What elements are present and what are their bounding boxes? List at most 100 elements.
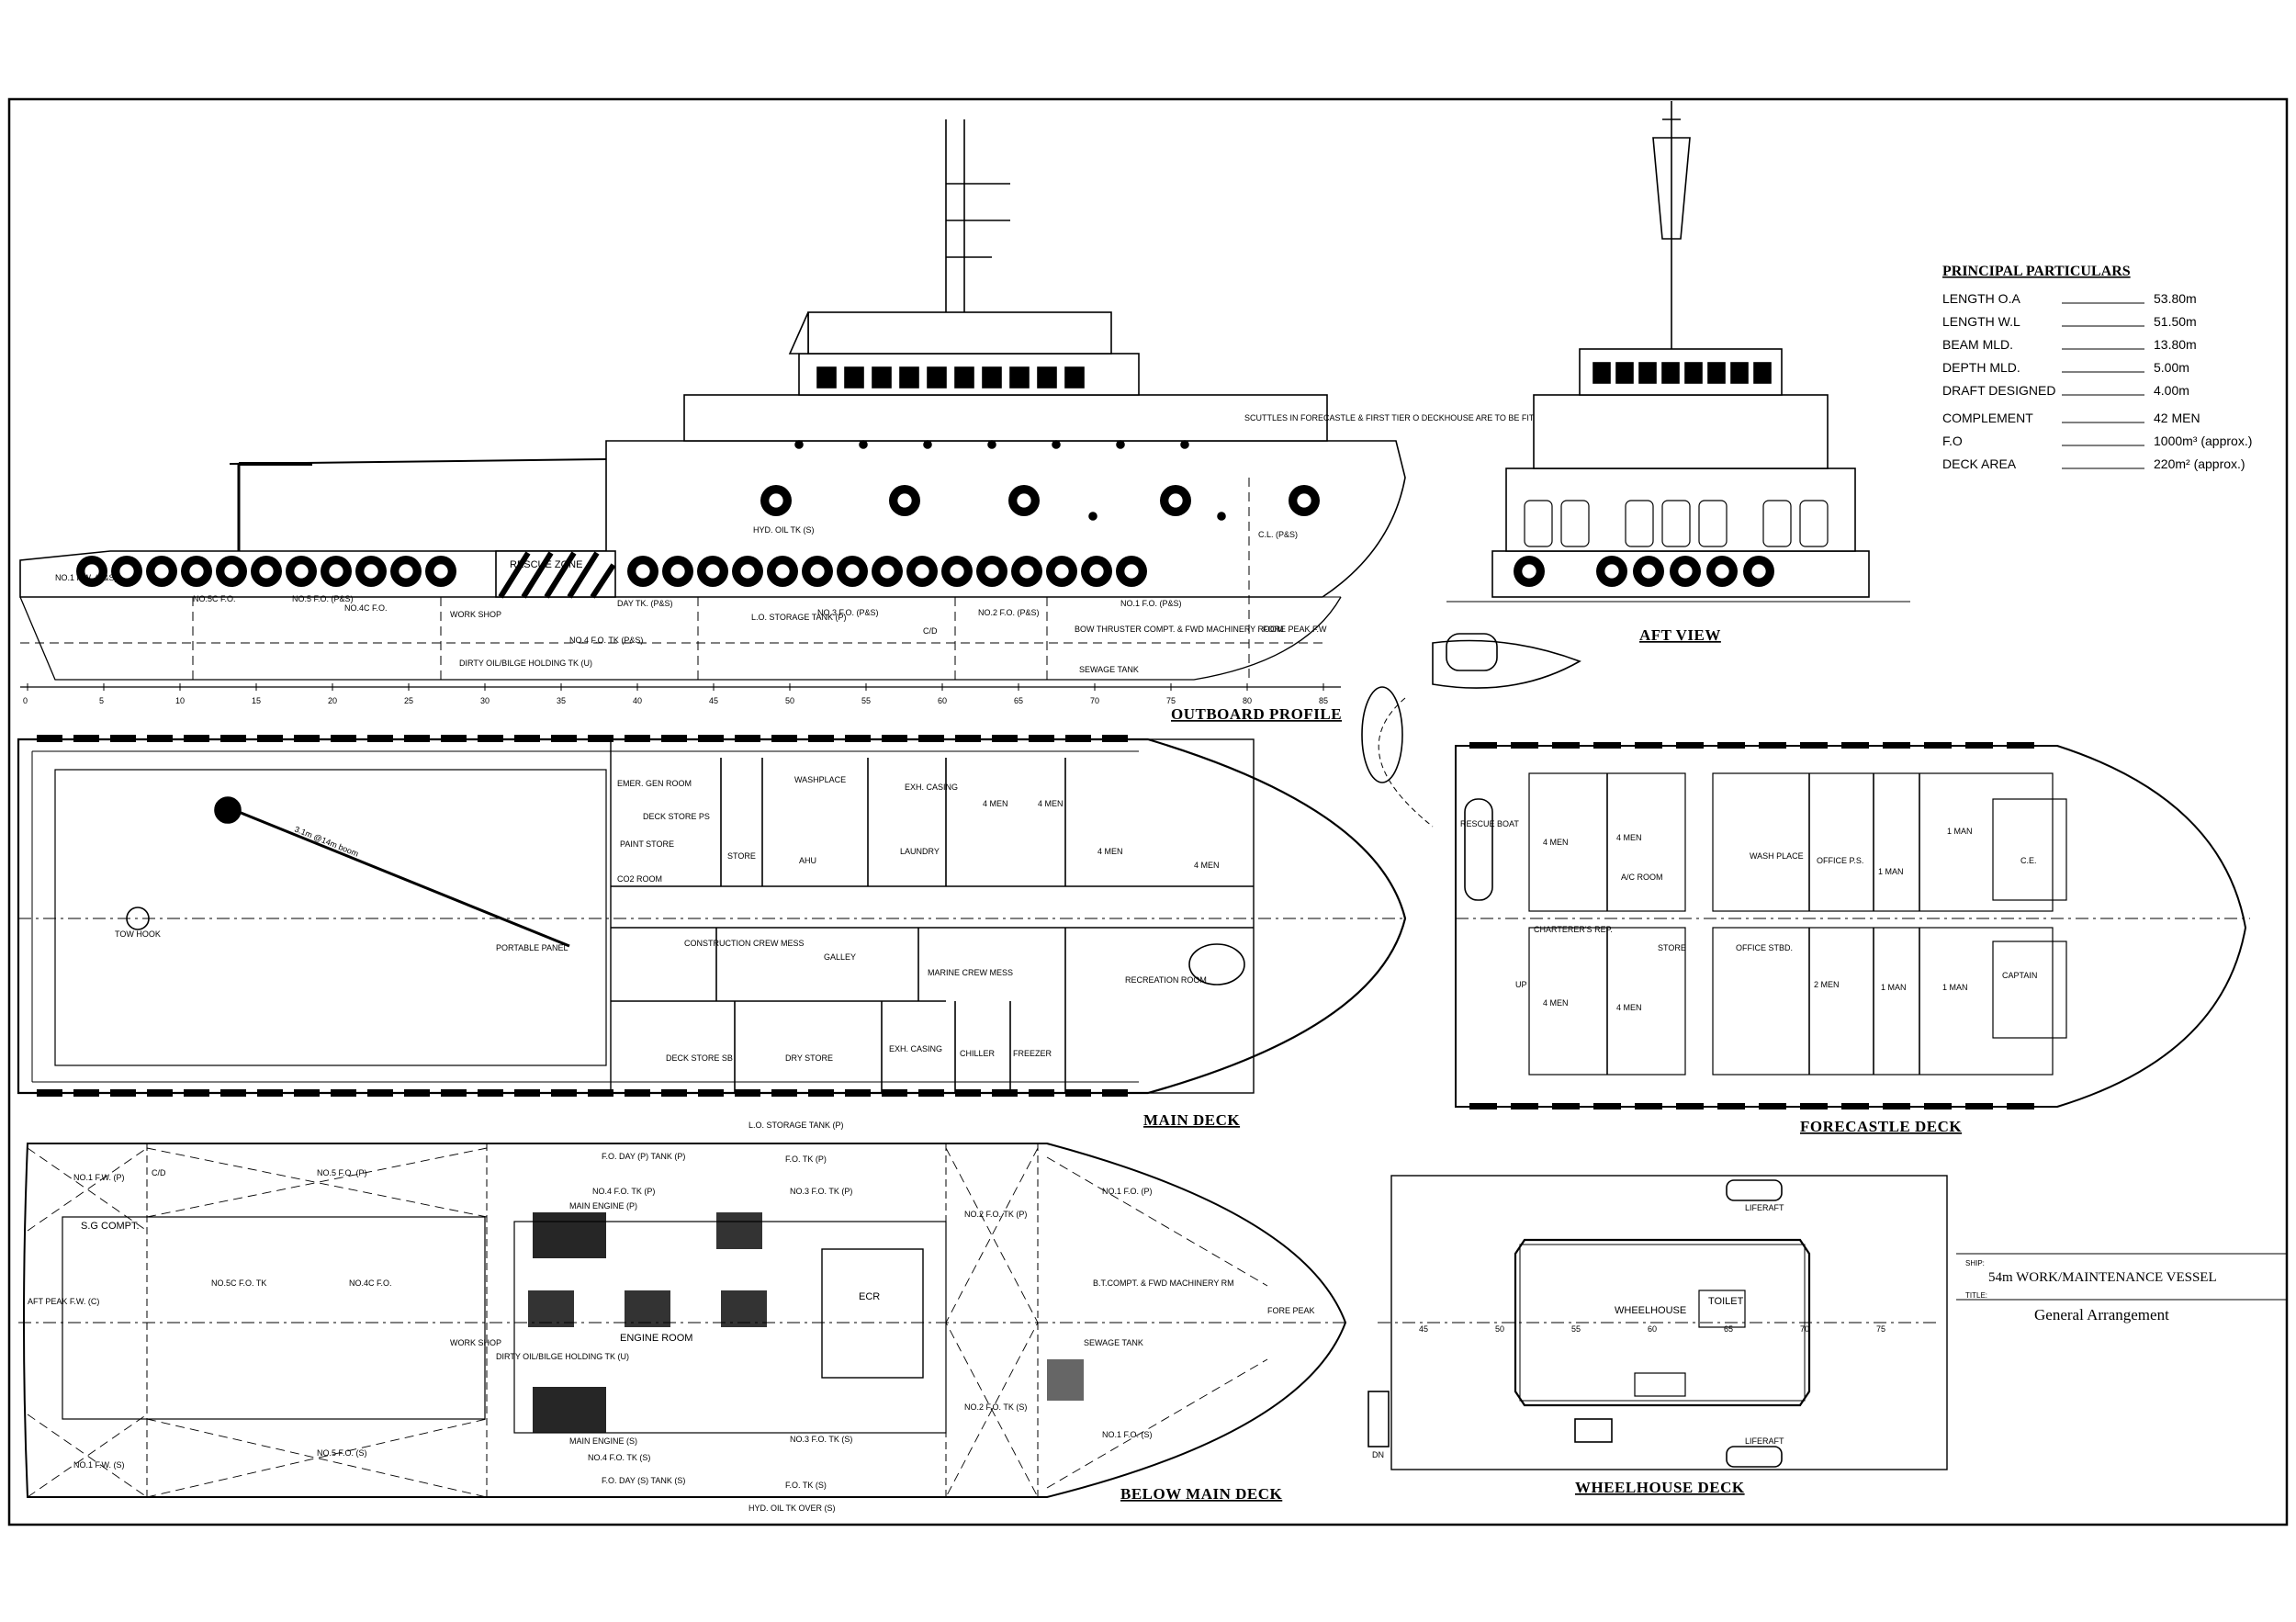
fender-strip: [845, 1089, 871, 1097]
cabin-4-men-b: 4 MEN: [1038, 799, 1064, 808]
fender-strip: [331, 735, 356, 742]
dry-store: DRY STORE: [785, 1053, 833, 1063]
fender-strip: [110, 1089, 136, 1097]
fender-strip: [367, 735, 393, 742]
fender-hole: [84, 564, 99, 579]
fo-2p: NO.2 F.O. TK (P): [964, 1210, 1027, 1219]
fender-hole: [1297, 493, 1311, 508]
fc-1-man-2: 1 MAN: [1947, 827, 1973, 836]
fender-hole: [1641, 564, 1656, 579]
fender-hole: [433, 564, 448, 579]
fender-strip: [1469, 742, 1497, 749]
fender-hole: [670, 564, 685, 579]
marine-crew-mess: MARINE CREW MESS: [928, 968, 1013, 977]
fender-strip: [294, 735, 320, 742]
fender-strip: [735, 1089, 760, 1097]
fc-up: UP: [1515, 980, 1527, 989]
fender-row: [76, 485, 1320, 587]
recreation-room: RECREATION ROOM: [1125, 975, 1207, 985]
fender-hole: [636, 564, 650, 579]
fo-5c-label: NO.5C F.O.: [193, 594, 236, 603]
engine-room: ENGINE ROOM: [620, 1333, 692, 1344]
below-dirty-oil: DIRTY OIL/BILGE HOLDING TK (U): [496, 1352, 629, 1361]
charterers-rep: CHARTERER'S REP.: [1534, 925, 1613, 934]
fender-strip: [1065, 1089, 1091, 1097]
wheelhouse-frame-number: 60: [1648, 1324, 1657, 1334]
paint-store: PAINT STORE: [620, 839, 674, 849]
fender-strip: [220, 735, 246, 742]
exh-casing-2: EXH. CASING: [889, 1044, 942, 1053]
fender-hole: [880, 564, 895, 579]
particular-value: 51.50m: [2154, 314, 2197, 329]
particular-value: 4.00m: [2154, 383, 2189, 398]
frame-number: 85: [1319, 696, 1328, 705]
fender-hole: [845, 564, 860, 579]
frame-number: 10: [175, 696, 185, 705]
ship-name: 54m WORK/MAINTENANCE VESSEL: [1988, 1270, 2217, 1285]
fender-strip: [220, 1089, 246, 1097]
fender-strip: [661, 735, 687, 742]
deck-store-ps: DECK STORE PS: [643, 812, 710, 821]
fo-2-label: NO.2 F.O. (P&S): [978, 608, 1040, 617]
fender-strip: [845, 735, 871, 742]
particular-label: COMPLEMENT: [1942, 411, 2033, 425]
fender-strip: [955, 735, 981, 742]
fender-hole: [1604, 564, 1619, 579]
fender-strip: [1552, 742, 1580, 749]
drawing-border: [7, 97, 2289, 1526]
fender-strip: [955, 1089, 981, 1097]
fender-strip: [1924, 1103, 1952, 1109]
fender-hole: [1054, 564, 1069, 579]
fender-hole: [1089, 564, 1104, 579]
fender-strip: [1029, 1089, 1054, 1097]
fender-hole: [1168, 493, 1183, 508]
fender-strip: [1102, 735, 1128, 742]
fender-strip: [771, 735, 797, 742]
fender-strip: [1469, 1103, 1497, 1109]
ship-label: SHIP:: [1965, 1259, 1985, 1267]
wheelhouse-frame-number: 65: [1724, 1324, 1733, 1334]
fo-4-label: NO.4 F.O. TK (P&S): [569, 636, 643, 645]
galley: GALLEY: [824, 952, 856, 962]
drawing-title: General Arrangement: [2034, 1306, 2169, 1324]
fo-4c-label: NO.4C F.O.: [344, 603, 388, 613]
fender-strip: [1965, 742, 1993, 749]
title-label: TITLE:: [1965, 1291, 1987, 1300]
tow-hook: TOW HOOK: [115, 929, 161, 939]
ce-cabin: C.E.: [2020, 856, 2037, 865]
fender-hole: [119, 564, 134, 579]
fender-strip: [2007, 742, 2034, 749]
sg-compt: S.G COMPT.: [81, 1221, 140, 1232]
fo-4c: NO.4C F.O.: [349, 1278, 392, 1288]
frame-number: 80: [1243, 696, 1252, 705]
particular-label: LENGTH W.L: [1942, 314, 2020, 329]
fender-strip: [1676, 1103, 1704, 1109]
fender-hole: [775, 564, 790, 579]
fo-1s: NO.1 F.O. (S): [1102, 1430, 1153, 1439]
fo-4s: NO.4 F.O. TK (S): [588, 1453, 650, 1462]
aft-fender-row: [1514, 556, 1774, 587]
fc-4-men-1: 4 MEN: [1543, 838, 1569, 847]
particular-label: DRAFT DESIGNED: [1942, 383, 2055, 398]
fender-strip: [2007, 1103, 2034, 1109]
particular-value: 5.00m: [2154, 360, 2189, 375]
fender-strip: [331, 1089, 356, 1097]
fo-day-p: F.O. DAY (P) TANK (P): [602, 1152, 685, 1161]
wheelhouse-deck-plan: [1367, 1175, 1948, 1470]
rescue-boat-label: RESCUE BOAT: [1460, 819, 1519, 828]
frame-number: 30: [480, 696, 490, 705]
fo-5c: NO.5C F.O. TK: [211, 1278, 266, 1288]
fc-store: STORE: [1658, 943, 1686, 952]
forecastle-fenders: [1469, 742, 2034, 1109]
particular-label: DECK AREA: [1942, 456, 2017, 471]
day-tk-label: DAY TK. (P&S): [617, 599, 673, 608]
fender-strip: [588, 1089, 613, 1097]
outboard-profile-title: OUTBOARD PROFILE: [1171, 705, 1342, 723]
fc-1-man-1: 1 MAN: [1878, 867, 1904, 876]
co2-room: CO2 ROOM: [617, 874, 662, 884]
fore-peak-label: FORE PEAK F.W: [1263, 625, 1327, 634]
aft-peak: AFT PEAK F.W. (C): [28, 1297, 99, 1306]
fender-strip: [735, 735, 760, 742]
deck-store-sb: DECK STORE SB: [666, 1053, 733, 1063]
